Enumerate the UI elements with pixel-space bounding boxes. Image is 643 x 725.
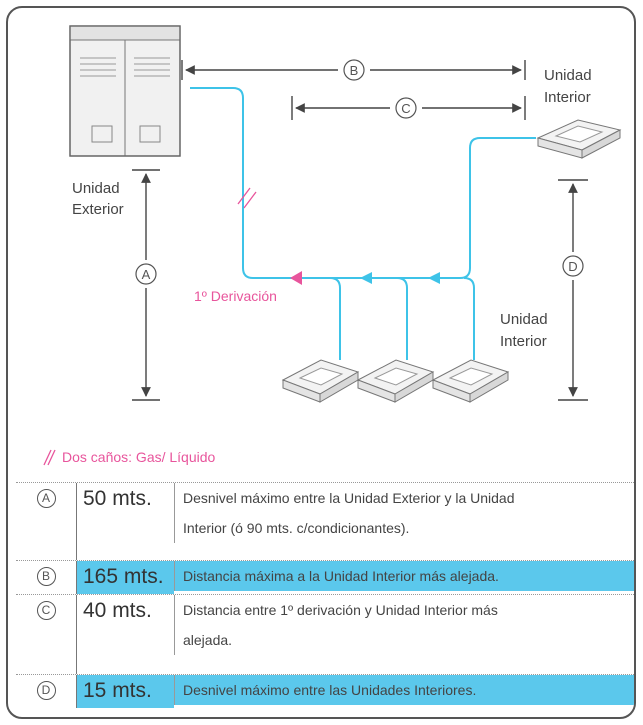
first-branch-marker-icon bbox=[290, 271, 302, 285]
refrigerant-piping bbox=[190, 87, 536, 360]
flow-arrows bbox=[360, 272, 440, 284]
indoor-unit-top-label-1: Unidad bbox=[544, 67, 592, 84]
legend-text: Dos caños: Gas/ Líquido bbox=[62, 449, 216, 465]
dimension-c bbox=[291, 96, 526, 120]
row-description: Distancia entre 1º derivación y Unidad I… bbox=[174, 595, 634, 655]
row-letter: C bbox=[16, 595, 76, 620]
row-value: 15 mts. bbox=[76, 675, 174, 708]
specs-table: A 50 mts. Desnivel máximo entre la Unida… bbox=[16, 482, 634, 708]
row-letter: A bbox=[16, 483, 76, 508]
indoor-unit-top-label-2: Interior bbox=[544, 89, 591, 106]
refrigerant-diagram: B C A D Unidad Exterior Unidad Interior … bbox=[69, 25, 622, 403]
first-branch-label: 1º Derivación bbox=[194, 288, 277, 304]
indoor-unit-bottom-3-icon bbox=[431, 359, 510, 403]
outdoor-unit-icon bbox=[69, 25, 181, 157]
table-row: C 40 mts. Distancia entre 1º derivación … bbox=[16, 594, 634, 674]
dimension-a bbox=[132, 169, 160, 401]
row-description: Distancia máxima a la Unidad Interior má… bbox=[174, 561, 634, 591]
marker-c: C bbox=[395, 97, 417, 119]
row-value: 165 mts. bbox=[76, 561, 174, 594]
table-row: A 50 mts. Desnivel máximo entre la Unida… bbox=[16, 482, 634, 560]
row-value: 50 mts. bbox=[76, 483, 174, 560]
row-value: 40 mts. bbox=[76, 595, 174, 674]
svg-text:C: C bbox=[401, 101, 410, 116]
indoor-unit-bottom-2-icon bbox=[356, 359, 435, 403]
double-slash-icon bbox=[43, 449, 56, 466]
outdoor-unit-label-2: Exterior bbox=[72, 201, 124, 218]
svg-text:B: B bbox=[350, 63, 359, 78]
marker-a: A bbox=[135, 263, 157, 285]
row-letter: B bbox=[16, 561, 76, 586]
dimension-b bbox=[181, 60, 526, 80]
row-letter: D bbox=[16, 675, 76, 700]
table-row: B 165 mts. Distancia máxima a la Unidad … bbox=[16, 560, 634, 594]
double-slash-pipe-icon bbox=[237, 187, 257, 209]
marker-d: D bbox=[562, 255, 584, 277]
diagram-card: B C A D Unidad Exterior Unidad Interior … bbox=[6, 6, 636, 719]
legend: Dos caños: Gas/ Líquido bbox=[42, 448, 215, 466]
indoor-unit-top-icon bbox=[536, 119, 622, 159]
dimension-d bbox=[558, 179, 588, 401]
marker-b: B bbox=[343, 59, 365, 81]
row-description: Desnivel máximo entre la Unidad Exterior… bbox=[174, 483, 634, 543]
indoor-unit-bottom-1-icon bbox=[281, 359, 360, 403]
row-description: Desnivel máximo entre las Unidades Inter… bbox=[174, 675, 634, 705]
outdoor-unit-label-1: Unidad bbox=[72, 180, 120, 197]
indoor-unit-bottom-label-1: Unidad bbox=[500, 311, 548, 328]
indoor-unit-bottom-label-2: Interior bbox=[500, 333, 547, 350]
table-row: D 15 mts. Desnivel máximo entre las Unid… bbox=[16, 674, 634, 708]
svg-text:D: D bbox=[568, 259, 577, 274]
svg-text:A: A bbox=[142, 267, 151, 282]
